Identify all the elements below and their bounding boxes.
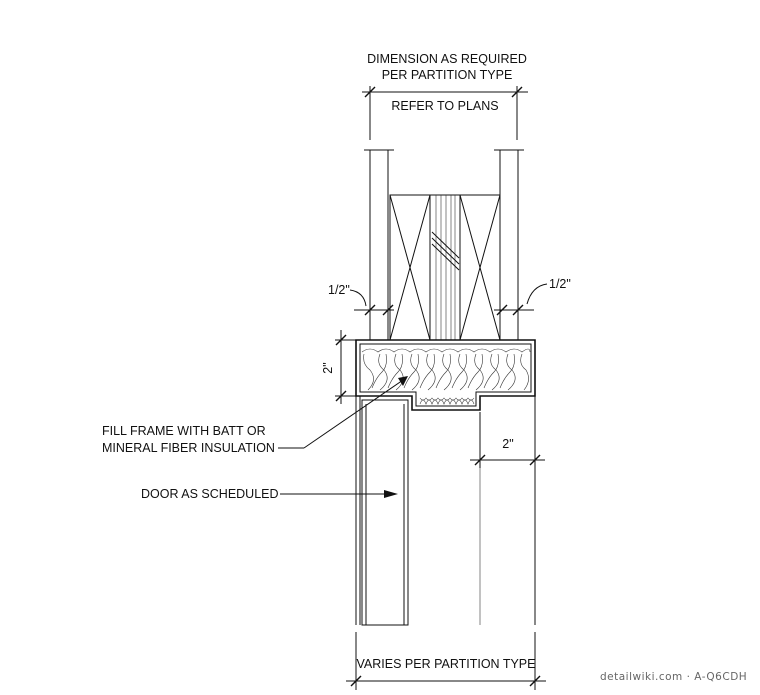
door-frame: [355, 339, 536, 625]
fill-frame-label-line1: FILL FRAME WITH BATT OR: [102, 424, 266, 438]
half-inch-dimensions: 1/2" 1/2": [328, 277, 571, 316]
batt-insulation: [361, 348, 531, 405]
partition-wall: [364, 149, 524, 341]
varies-label: VARIES PER PARTITION TYPE: [357, 657, 536, 671]
two-inch-horizontal-dimension: 2": [470, 412, 545, 625]
half-inch-right-label: 1/2": [549, 277, 571, 291]
top-dim-label-line1: DIMENSION AS REQUIRED: [367, 52, 527, 66]
watermark: detailwiki.com · A-Q6CDH: [600, 671, 747, 683]
two-inch-vertical-label: 2": [321, 362, 335, 373]
two-inch-vertical-dimension: 2": [321, 330, 356, 404]
door-label: DOOR AS SCHEDULED: [141, 487, 279, 501]
bottom-dimension: VARIES PER PARTITION TYPE: [346, 632, 546, 690]
top-dimension: DIMENSION AS REQUIRED PER PARTITION TYPE…: [362, 52, 528, 140]
fill-frame-callout: FILL FRAME WITH BATT OR MINERAL FIBER IN…: [102, 376, 408, 455]
fill-frame-label-line2: MINERAL FIBER INSULATION: [102, 441, 275, 455]
two-inch-horizontal-label: 2": [502, 437, 513, 451]
door-callout: DOOR AS SCHEDULED: [141, 487, 398, 501]
top-dim-label-line2: PER PARTITION TYPE: [382, 68, 513, 82]
door-leaf: [361, 399, 409, 626]
refer-to-plans-label: REFER TO PLANS: [391, 99, 498, 113]
half-inch-left-label: 1/2": [328, 283, 350, 297]
